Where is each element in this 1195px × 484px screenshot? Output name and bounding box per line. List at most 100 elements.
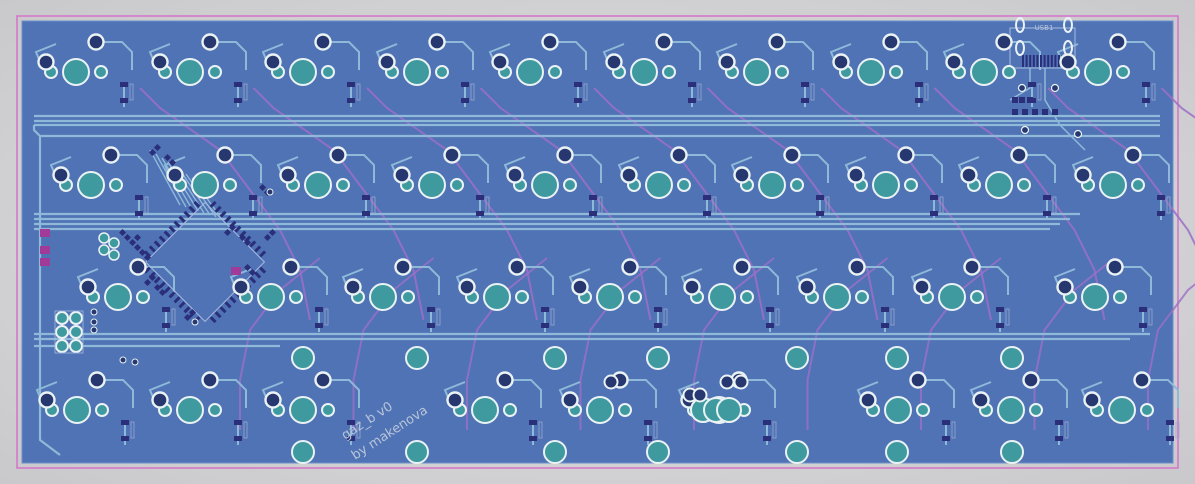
back-trace [1033,257,1116,430]
back-trace [593,87,765,321]
switch-pin-1 [496,371,514,389]
diode-pad [1139,323,1147,328]
diode-pad [347,82,355,87]
mcu-pin [193,200,201,208]
usb-pin [1043,55,1046,67]
via [191,318,199,326]
usb-resistor-pad [1019,97,1025,103]
stabilizer-hole [291,346,315,370]
switch-peg-right [450,178,464,192]
key-switch [458,258,555,328]
switch-pin-2 [264,53,282,71]
switch-center-hole [1108,396,1136,424]
switch-center-hole [304,171,332,199]
diode-silk [697,83,702,101]
switch-trace [779,41,814,70]
switch-trace [227,154,262,183]
switch-peg-right [618,403,632,417]
switch-trace [744,266,779,295]
diode-silk [371,196,376,214]
switch-trace [1120,41,1155,70]
switch-trace [405,266,440,295]
switch-pin-1 [314,33,332,51]
stabilizer-hole [885,440,909,464]
header-pin [55,339,69,353]
usb-pin [1058,55,1060,67]
switch-pin-2 [166,166,184,184]
diode-pad [529,420,537,425]
usb-via [1073,129,1083,139]
switch-pin-1 [201,33,219,51]
switch-pin-2 [605,53,623,71]
diode-pad [589,195,597,200]
diode-pad [162,307,170,312]
diode-pad [120,98,128,103]
switch-pin-1 [1124,146,1142,164]
diode-silk [356,83,361,101]
switch-pin-2 [561,391,579,409]
diode-pad [688,98,696,103]
switch-trace [340,154,375,183]
key-switch [79,258,176,328]
back-trace [806,257,889,430]
diode-pad [801,98,809,103]
via [119,356,127,364]
back-trace [466,257,548,430]
diode-pad [915,82,923,87]
switch-pin-2 [913,278,931,296]
switch-center-hole [596,283,624,311]
diode-silk [712,196,717,214]
switch-pin-2 [571,278,589,296]
diode-silk [583,83,588,101]
diode-pad [1157,211,1165,216]
back-trace [579,257,662,430]
crystal-pad [108,237,120,249]
switch-trace [974,266,1009,295]
diode-pad [427,307,435,312]
mcu-pin [249,240,257,248]
key-switch [446,371,543,441]
switch-peg-right [94,65,108,79]
switch-trace [794,154,829,183]
switch-peg-right [855,290,869,304]
back-trace [920,257,1002,430]
diode-pad [1166,420,1174,425]
switch-trace [859,266,894,295]
switch-peg-right [223,178,237,192]
key-switch [972,371,1069,441]
diode-pad [1028,98,1036,103]
diode-pad [315,323,323,328]
usb-via [1020,125,1030,135]
mcu-pin [254,271,262,279]
switch-peg-right [109,178,123,192]
switch-pin-2 [393,166,411,184]
diode-pad [703,211,711,216]
switch-peg-right [548,65,562,79]
via [90,326,98,334]
usb-ref-label: USB1 [1035,24,1054,32]
key-switch [166,146,263,216]
switch-pin-1 [314,371,332,389]
switch-trace [1135,154,1170,183]
switch-peg-right [775,65,789,79]
switch-peg-right [1017,178,1031,192]
switch-peg-right [889,65,903,79]
back-trace [933,87,1106,321]
switch-peg-right [95,403,109,417]
switch-pin-2 [1083,391,1101,409]
switch-pin-2 [446,391,464,409]
back-trace [1047,87,1195,247]
key-switch [945,33,1042,103]
switch-pin-1 [428,33,446,51]
switch-pin-2 [344,278,362,296]
switch-peg-right [628,290,642,304]
diode-pad [996,323,1004,328]
switch-pin-2 [491,53,509,71]
spacebar-pin [719,374,735,390]
diode-pad [121,436,129,441]
switch-center-hole [191,171,219,199]
stabilizer-hole [785,440,809,464]
switch-trace [741,379,776,408]
diode-silk [1148,308,1153,326]
